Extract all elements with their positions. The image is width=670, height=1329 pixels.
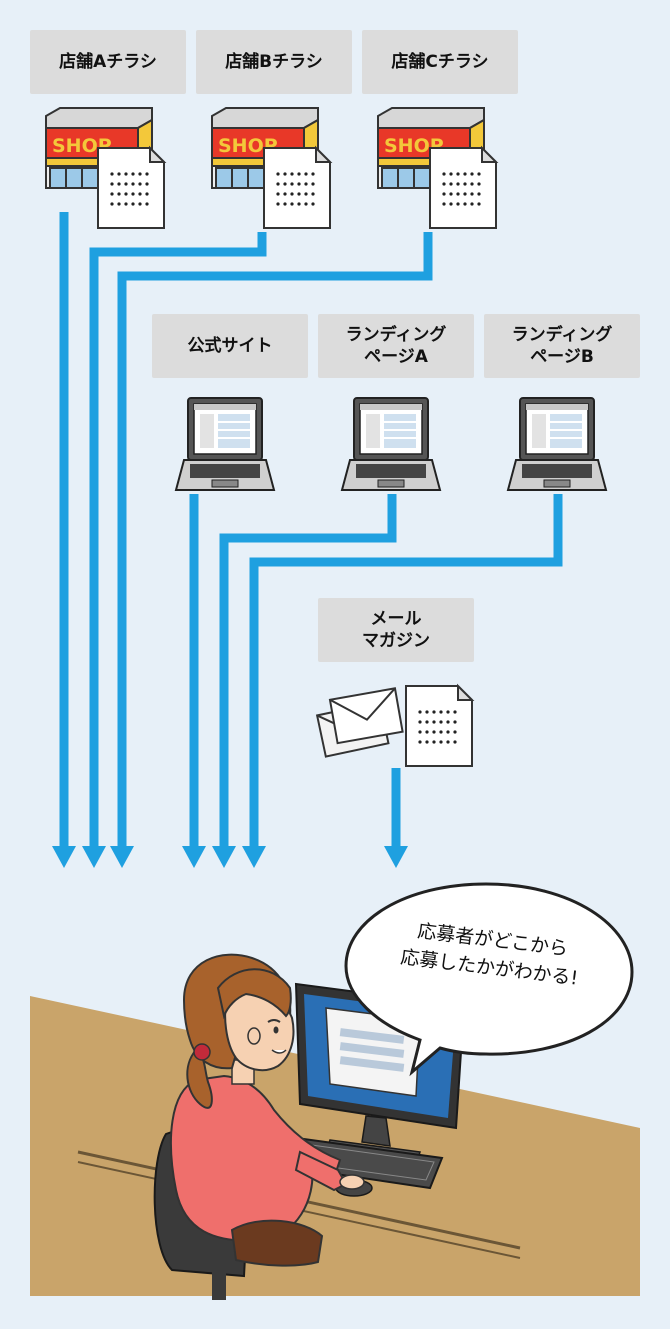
web-label-landing-page-b: ランディングページB [484,314,640,378]
flow-lines [59,212,563,846]
web-label-landing-page-a: ランディングページA [318,314,474,378]
shop-flyer-b: SHOP [211,107,331,229]
laptop-official-site [175,397,275,491]
shop-flyer-c: SHOP [377,107,497,229]
flyer-label-a: 店舗Aチラシ [30,30,186,94]
laptop-landing-page-b [507,397,607,491]
flow-line-flyer-c [117,232,433,846]
shop-sign-text: SHOP [52,135,112,157]
mail-magazine-label: メールマガジン [318,598,474,662]
shop-sign-text: SHOP [384,135,444,157]
shop-flyer-a: SHOP [45,107,165,229]
flyer-label-b: 店舗Bチラシ [196,30,352,94]
woman-at-computer [153,953,365,1300]
mail-document-icon [405,685,473,767]
mail-envelope-icon [315,687,404,758]
flow-line-landing-page-a [219,494,397,846]
flow-arrowheads [52,846,408,868]
flyer-label-c: 店舗Cチラシ [362,30,518,94]
web-label-official-site: 公式サイト [152,314,308,378]
shop-sign-text: SHOP [218,135,278,157]
flow-line-flyer-b [89,232,267,846]
flow-line-landing-page-b [249,494,563,846]
laptop-landing-page-a [341,397,441,491]
speech-bubble [344,882,634,1077]
